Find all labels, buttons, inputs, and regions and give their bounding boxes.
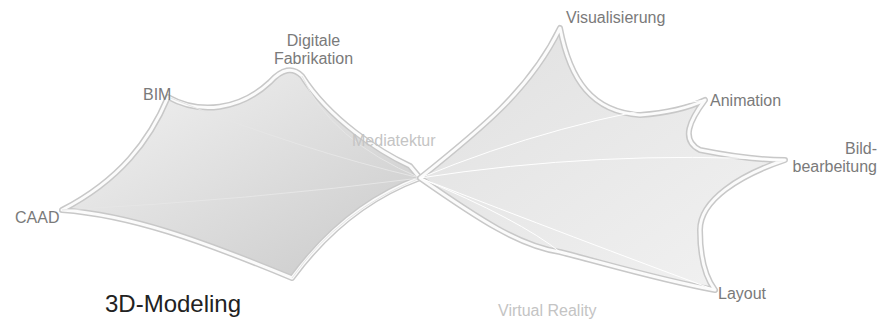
tip-label: Bild- bearbeitung xyxy=(777,140,877,176)
tip-label: CAAD xyxy=(15,209,59,227)
tip-label: Virtual Reality xyxy=(498,302,596,320)
tip-label: Animation xyxy=(710,92,781,110)
right-wing xyxy=(420,28,785,290)
tip-label: Mediatektur xyxy=(352,132,436,150)
tip-label: Visualisierung xyxy=(566,9,665,27)
diagram-title: 3D-Modeling xyxy=(105,290,241,318)
tip-label: BIM xyxy=(143,86,171,104)
left-wing xyxy=(62,70,420,278)
tip-label: Digitale Fabrikation xyxy=(266,32,361,68)
tip-label: Layout xyxy=(718,285,766,303)
